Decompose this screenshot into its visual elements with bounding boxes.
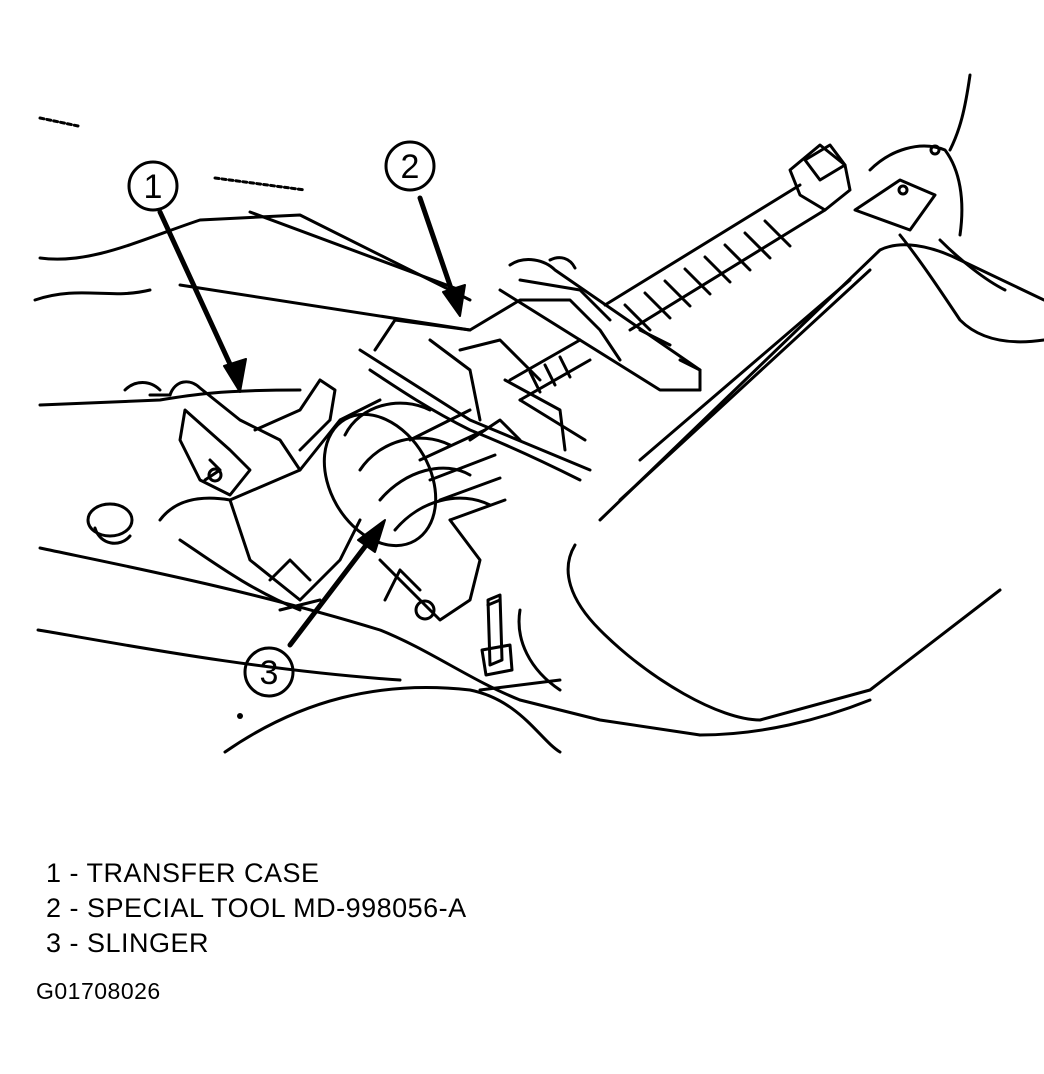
output-shaft-slinger: [322, 401, 522, 548]
sensor-connector: [123, 378, 337, 497]
bolt: [480, 593, 514, 677]
transfer-case-housing: [86, 398, 482, 622]
special-tool-puller: [358, 143, 852, 482]
legend-item-special-tool: 2 - SPECIAL TOOL MD-998056-A: [46, 893, 467, 923]
callout-2: 2: [384, 140, 466, 317]
legend-item-transfer-case: 1 - TRANSFER CASE: [46, 858, 320, 888]
callout-1: 1: [127, 160, 247, 393]
technical-illustration: 1 2 3: [33, 73, 1044, 754]
transmission-bracket: [853, 73, 1044, 344]
exhaust-component: [517, 243, 1044, 737]
callout-number-1: 1: [144, 168, 163, 206]
figure-id: G01708026: [36, 978, 161, 1004]
legend-item-slinger: 3 - SLINGER: [46, 928, 210, 958]
vehicle-underbody-lines: [33, 116, 702, 754]
callout-3: 3: [243, 519, 386, 698]
callout-number-3: 3: [260, 654, 279, 692]
callout-number-2: 2: [401, 148, 420, 186]
legend: 1 - TRANSFER CASE 2 - SPECIAL TOOL MD-99…: [46, 856, 467, 961]
